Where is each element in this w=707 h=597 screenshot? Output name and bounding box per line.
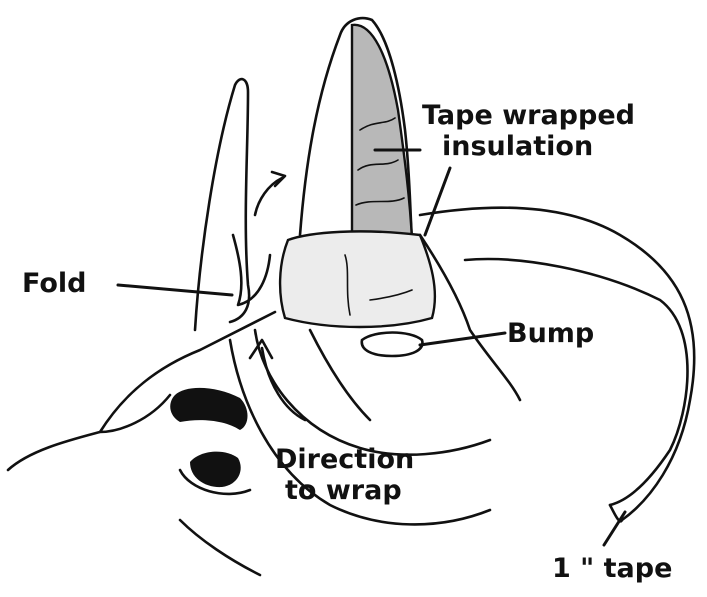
- label-direction-line1: Direction: [275, 444, 414, 475]
- direction-arrow-lower: [262, 348, 305, 420]
- fold-crease: [233, 235, 270, 305]
- insulation-wrap: [352, 25, 412, 240]
- label-direction: Direction to wrap: [275, 444, 414, 506]
- label-fold: Fold: [22, 268, 86, 299]
- tape-strip-inner: [465, 259, 688, 505]
- leader-insulation: [425, 168, 450, 235]
- eye-lower: [190, 452, 241, 487]
- label-bump: Bump: [507, 318, 594, 349]
- label-direction-line2: to wrap: [275, 475, 414, 506]
- leader-fold: [118, 285, 232, 295]
- label-tape: 1 " tape: [552, 553, 672, 584]
- label-tape-wrapped-line1: Tape wrapped: [422, 100, 635, 131]
- jaw-outline: [180, 520, 260, 575]
- bump-shape: [362, 333, 423, 357]
- head-outline: [8, 312, 275, 470]
- tape-band: [280, 231, 435, 327]
- eye-upper: [170, 388, 247, 430]
- leader-bump: [420, 333, 505, 345]
- leader-tape: [604, 512, 625, 545]
- label-tape-wrapped-line2: insulation: [422, 131, 635, 162]
- label-tape-wrapped: Tape wrapped insulation: [422, 100, 635, 162]
